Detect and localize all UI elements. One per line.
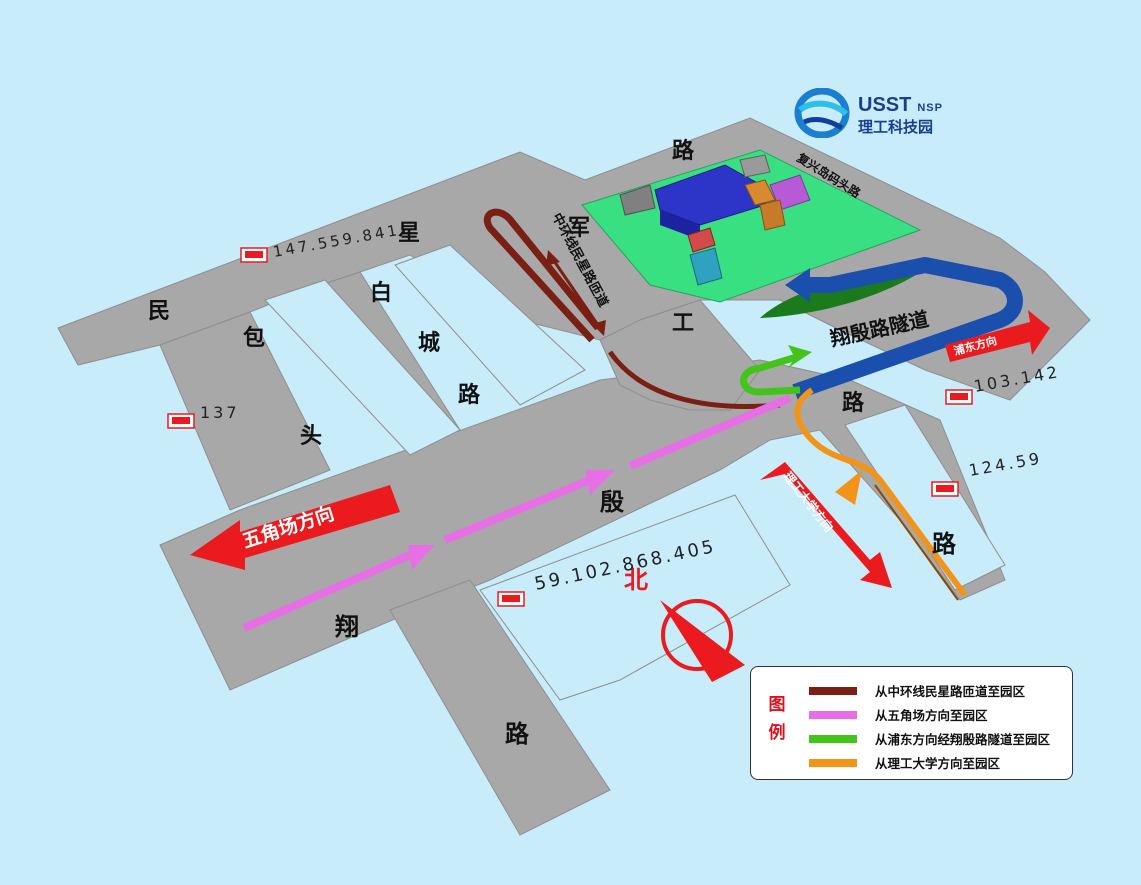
road-label-south-east-lu: 路 xyxy=(932,530,957,558)
road-label-lu-top: 路 xyxy=(672,138,695,164)
legend-item-pudong: 从浦东方向经翔殷路隧道至园区 xyxy=(807,727,1067,749)
ramp-loop xyxy=(484,208,601,343)
building-grey-2 xyxy=(739,154,771,178)
arrow-pudong xyxy=(945,310,1050,362)
compass xyxy=(660,599,745,682)
bus-stop-number: 124.59 xyxy=(967,448,1043,480)
water-block-2 xyxy=(394,244,586,406)
road-label-baicheng-lu: 路 xyxy=(458,382,481,408)
building-orange xyxy=(744,179,776,206)
logo-mark-icon xyxy=(794,88,850,138)
bus-stop-number: 137 xyxy=(200,403,240,422)
legend-swatch xyxy=(809,711,857,719)
road-label-east-lu: 路 xyxy=(842,390,865,416)
road-label-xiang: 翔 xyxy=(335,613,359,641)
bus-stop-2: 137 xyxy=(167,403,240,429)
bus-icon-body xyxy=(172,417,190,424)
legend-label: 从浦东方向经翔殷路隧道至园区 xyxy=(875,732,1051,747)
road-label-bao: 包 xyxy=(243,325,265,351)
legend-swatch xyxy=(809,687,857,695)
road-label-bai: 白 xyxy=(370,280,392,306)
legend-title: 图例 xyxy=(768,695,786,743)
road-label-yin: 殷 xyxy=(600,488,625,516)
pink-segment-1 xyxy=(242,551,412,632)
water-blocks xyxy=(264,244,1006,701)
brand-usst: USST xyxy=(858,94,912,116)
brown-route xyxy=(607,350,781,410)
direction-arrows xyxy=(190,310,1050,588)
brand-name-en: USST NSP xyxy=(858,94,943,117)
orange-route xyxy=(794,387,968,597)
compass-north-label: 北 xyxy=(624,566,648,594)
legend-swatch xyxy=(809,735,857,743)
bus-icon-body xyxy=(502,595,520,602)
water-block-3 xyxy=(479,494,791,701)
legend-label: 从理工大学方向至园区 xyxy=(875,756,1001,771)
pink-arrowhead-2 xyxy=(585,470,615,495)
pink-segment-2 xyxy=(443,476,592,544)
map-legend: 图例 从中环线民星路匝道至园区 从五角场方向至园区 从浦东方向经翔殷路隧道至园区… xyxy=(750,666,1073,780)
legend-swatch xyxy=(809,759,857,767)
ramp-arrow-down xyxy=(592,320,606,336)
green-arrowhead xyxy=(788,345,812,368)
road-label-min: 民 xyxy=(148,299,170,324)
brand-logo: USST NSP 理工科技园 xyxy=(792,88,962,138)
road-label-cheng: 城 xyxy=(418,330,440,356)
legend-label: 从中环线民星路匝道至园区 xyxy=(875,684,1026,699)
ramp-two-way xyxy=(550,257,602,329)
building-orange-2 xyxy=(759,199,786,231)
road-label-gong: 工 xyxy=(672,311,694,336)
bus-icon-body xyxy=(950,393,968,400)
arrow-wujiaochang xyxy=(190,485,400,570)
pink-segment-3 xyxy=(628,394,792,470)
bus-icon-body xyxy=(936,485,954,492)
green-route xyxy=(740,352,802,396)
arrow-ligong xyxy=(760,462,892,588)
compass-ring xyxy=(661,599,733,671)
legend-item-wujiaochang: 从五角场方向至园区 xyxy=(807,703,1067,725)
orange-line-dark xyxy=(874,484,959,601)
building-teal xyxy=(689,247,723,286)
building-red xyxy=(687,227,716,253)
buildings xyxy=(619,154,811,286)
brand-name-cn: 理工科技园 xyxy=(858,118,934,136)
pink-arrowhead-1 xyxy=(408,545,435,570)
building-main-front xyxy=(660,210,700,240)
label-ligong: 理工大学方向 xyxy=(781,469,837,535)
tunnel-route xyxy=(792,257,1023,400)
ramp-arrow-up xyxy=(546,250,560,266)
orange-arrowhead xyxy=(835,470,862,505)
bus-icon-body xyxy=(245,251,263,258)
road-baotou xyxy=(159,311,331,511)
pink-route xyxy=(242,394,792,632)
compass-needle xyxy=(660,600,745,682)
brand-nsp: NSP xyxy=(917,102,943,114)
legend-item-ligong: 从理工大学方向至园区 xyxy=(807,751,1067,773)
road-label-xing: 星 xyxy=(398,221,420,246)
road-label-jun: 军 xyxy=(568,216,590,241)
road-label-xiangyin-lu: 路 xyxy=(505,720,530,748)
road-south xyxy=(389,579,611,836)
road-label-tou: 头 xyxy=(300,424,322,449)
tunnel-arrowhead xyxy=(785,268,810,302)
legend-label: 从五角场方向至园区 xyxy=(875,708,988,723)
building-grey xyxy=(619,184,656,216)
water-block-1 xyxy=(264,279,461,456)
legend-item-ramp: 从中环线民星路匝道至园区 xyxy=(807,679,1067,701)
